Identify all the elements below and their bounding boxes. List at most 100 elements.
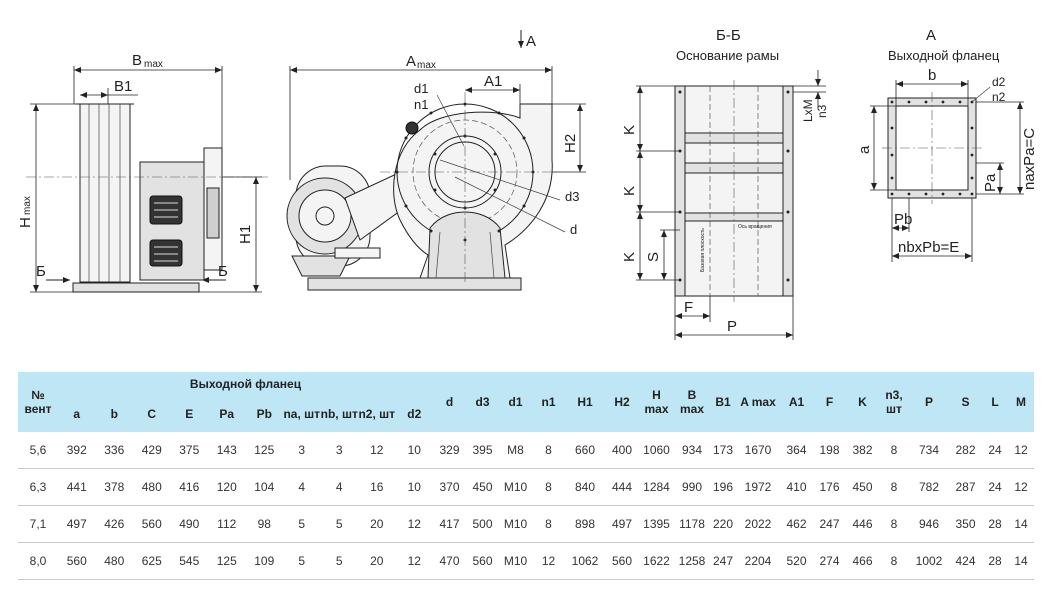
dim-flange-a: a bbox=[856, 145, 873, 154]
col-header: Pa bbox=[208, 396, 246, 432]
table-cell: 934 bbox=[674, 432, 710, 469]
table-cell: 274 bbox=[813, 542, 846, 580]
table-cell: 734 bbox=[909, 432, 949, 469]
table-cell: 28 bbox=[982, 505, 1008, 543]
dim-lxm: LxM bbox=[801, 99, 815, 122]
label-n2: n2 bbox=[992, 90, 1006, 104]
table-cell: 545 bbox=[170, 542, 208, 580]
flange-view-subtitle: Выходной фланец bbox=[888, 48, 1000, 63]
table-cell: 20 bbox=[358, 505, 396, 543]
table-cell: 1178 bbox=[674, 505, 710, 543]
table-cell: 5 bbox=[283, 505, 321, 543]
dim-k-3: K bbox=[621, 252, 638, 262]
table-cell: 1284 bbox=[639, 468, 674, 506]
table-cell: 446 bbox=[846, 505, 879, 543]
col-header: d bbox=[433, 372, 466, 432]
dim-nbxpb-e: nbxPb=E bbox=[898, 239, 959, 256]
table-cell: 196 bbox=[710, 468, 736, 506]
table-cell: 429 bbox=[133, 432, 171, 469]
table-cell: 6,3 bbox=[18, 468, 58, 506]
dim-s: S bbox=[645, 252, 662, 262]
table-cell: 24 bbox=[982, 432, 1008, 469]
table-cell: 1622 bbox=[639, 542, 674, 580]
table-cell: 8 bbox=[532, 505, 565, 543]
table-cell: 12 bbox=[1008, 468, 1034, 506]
col-header: nb, шт bbox=[320, 396, 358, 432]
col-header: C bbox=[133, 396, 171, 432]
col-header: d2 bbox=[395, 396, 433, 432]
col-header: H1 bbox=[565, 372, 605, 432]
table-cell: 625 bbox=[133, 542, 171, 580]
table-cell: 8 bbox=[532, 432, 565, 469]
dim-n3: n3 bbox=[815, 104, 829, 118]
table-cell: 14 bbox=[1008, 505, 1034, 543]
table-cell: 198 bbox=[813, 432, 846, 469]
table-cell: 450 bbox=[846, 468, 879, 506]
dim-pb: Pb bbox=[894, 211, 912, 228]
table-cell: 20 bbox=[358, 542, 396, 580]
table-cell: 220 bbox=[710, 505, 736, 543]
table-cell: 378 bbox=[95, 468, 133, 506]
table-cell: 12 bbox=[1008, 432, 1034, 469]
col-header: F bbox=[813, 372, 846, 432]
rotation-axis-label: Ось вращения bbox=[738, 224, 772, 230]
dim-flange-b: b bbox=[928, 67, 936, 84]
table-cell: 109 bbox=[245, 542, 283, 580]
table-cell: 8,0 bbox=[18, 542, 58, 580]
table-cell: 444 bbox=[605, 468, 639, 506]
table-cell: 1670 bbox=[736, 432, 780, 469]
col-header: H max bbox=[639, 372, 674, 432]
table-cell: 500 bbox=[466, 505, 499, 543]
front-base-frame bbox=[307, 277, 522, 291]
col-header: n2, шт bbox=[358, 396, 396, 432]
dim-f: F bbox=[684, 299, 693, 316]
table-cell: 16 bbox=[358, 468, 396, 506]
table-cell: 1972 bbox=[736, 468, 780, 506]
table-cell: 497 bbox=[605, 505, 639, 543]
col-header: B1 bbox=[710, 372, 736, 432]
dim-pa: Pa bbox=[982, 173, 999, 192]
table-cell: 395 bbox=[466, 432, 499, 469]
side-view: B max B1 H max H1 Б Б bbox=[17, 52, 268, 293]
table-cell: 120 bbox=[208, 468, 246, 506]
table-cell: 24 bbox=[982, 468, 1008, 506]
dim-k-1: K bbox=[621, 125, 638, 135]
table-cell: 782 bbox=[909, 468, 949, 506]
label-n1: n1 bbox=[414, 97, 428, 112]
table-cell: 112 bbox=[208, 505, 246, 543]
frame-base-view: Б-Б Основание рамы Базовая плоскость Ось… bbox=[621, 27, 829, 340]
col-header: a bbox=[58, 396, 96, 432]
dim-a-max: A bbox=[406, 53, 416, 70]
table-cell: 1258 bbox=[674, 542, 710, 580]
col-header: H2 bbox=[605, 372, 639, 432]
table-cell: 282 bbox=[949, 432, 982, 469]
table-cell: 990 bbox=[674, 468, 710, 506]
frame-view-title: Б-Б bbox=[716, 27, 741, 44]
flange-view-title: A bbox=[926, 27, 936, 44]
table-cell: 370 bbox=[433, 468, 466, 506]
table-cell: 3 bbox=[320, 432, 358, 469]
table-cell: 8 bbox=[879, 432, 909, 469]
col-header: L bbox=[982, 372, 1008, 432]
table-header-row-2: a b C E Pa Pb na, шт nb, шт n2, шт d2 bbox=[18, 396, 1034, 432]
table-cell: 520 bbox=[780, 542, 813, 580]
table-cell: 5 bbox=[320, 505, 358, 543]
col-header: Pb bbox=[245, 396, 283, 432]
dim-b-max-sub: max bbox=[144, 59, 163, 70]
view-arrow-a: A bbox=[526, 33, 536, 50]
table-cell: 125 bbox=[245, 432, 283, 469]
col-header: n3, шт bbox=[879, 372, 909, 432]
table-cell: 5,6 bbox=[18, 432, 58, 469]
col-header: E bbox=[170, 396, 208, 432]
table-cell: 416 bbox=[170, 468, 208, 506]
col-header: b bbox=[95, 396, 133, 432]
table-cell: 329 bbox=[433, 432, 466, 469]
frame-view-subtitle: Основание рамы bbox=[676, 48, 779, 63]
table-cell: 364 bbox=[780, 432, 813, 469]
table-cell: 450 bbox=[466, 468, 499, 506]
table-cell: 10 bbox=[395, 432, 433, 469]
col-header: B max bbox=[674, 372, 710, 432]
